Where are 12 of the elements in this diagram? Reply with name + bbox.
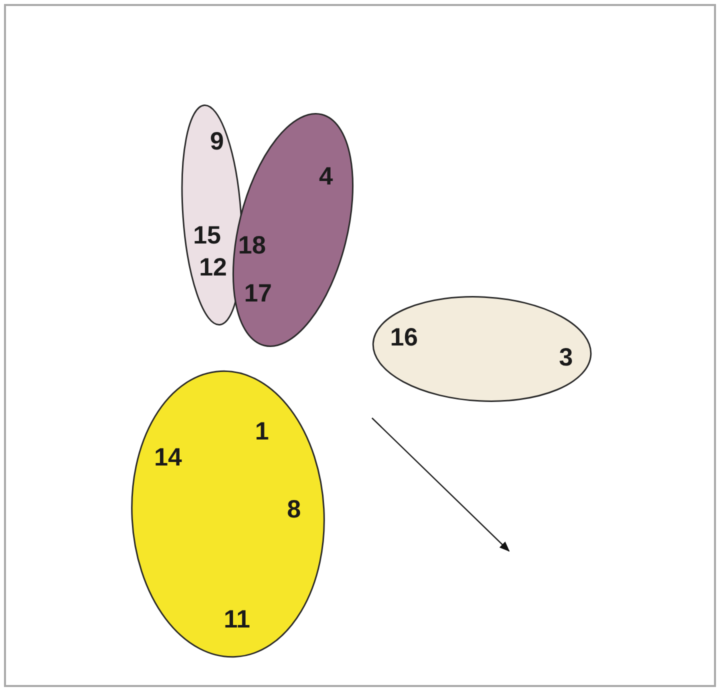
number-label: 16 <box>390 326 418 350</box>
number-label: 15 <box>193 224 221 248</box>
number-label: 4 <box>319 164 333 190</box>
number-label: 8 <box>287 498 301 522</box>
number-label: 9 <box>210 130 224 154</box>
number-label: 3 <box>559 346 573 370</box>
number-label: 11 <box>224 608 250 632</box>
number-label: 12 <box>199 256 227 280</box>
number-label: 18 <box>238 234 266 258</box>
number-label: 17 <box>244 282 272 306</box>
number-label: 14 <box>154 446 182 470</box>
number-label: 1 <box>255 420 269 444</box>
